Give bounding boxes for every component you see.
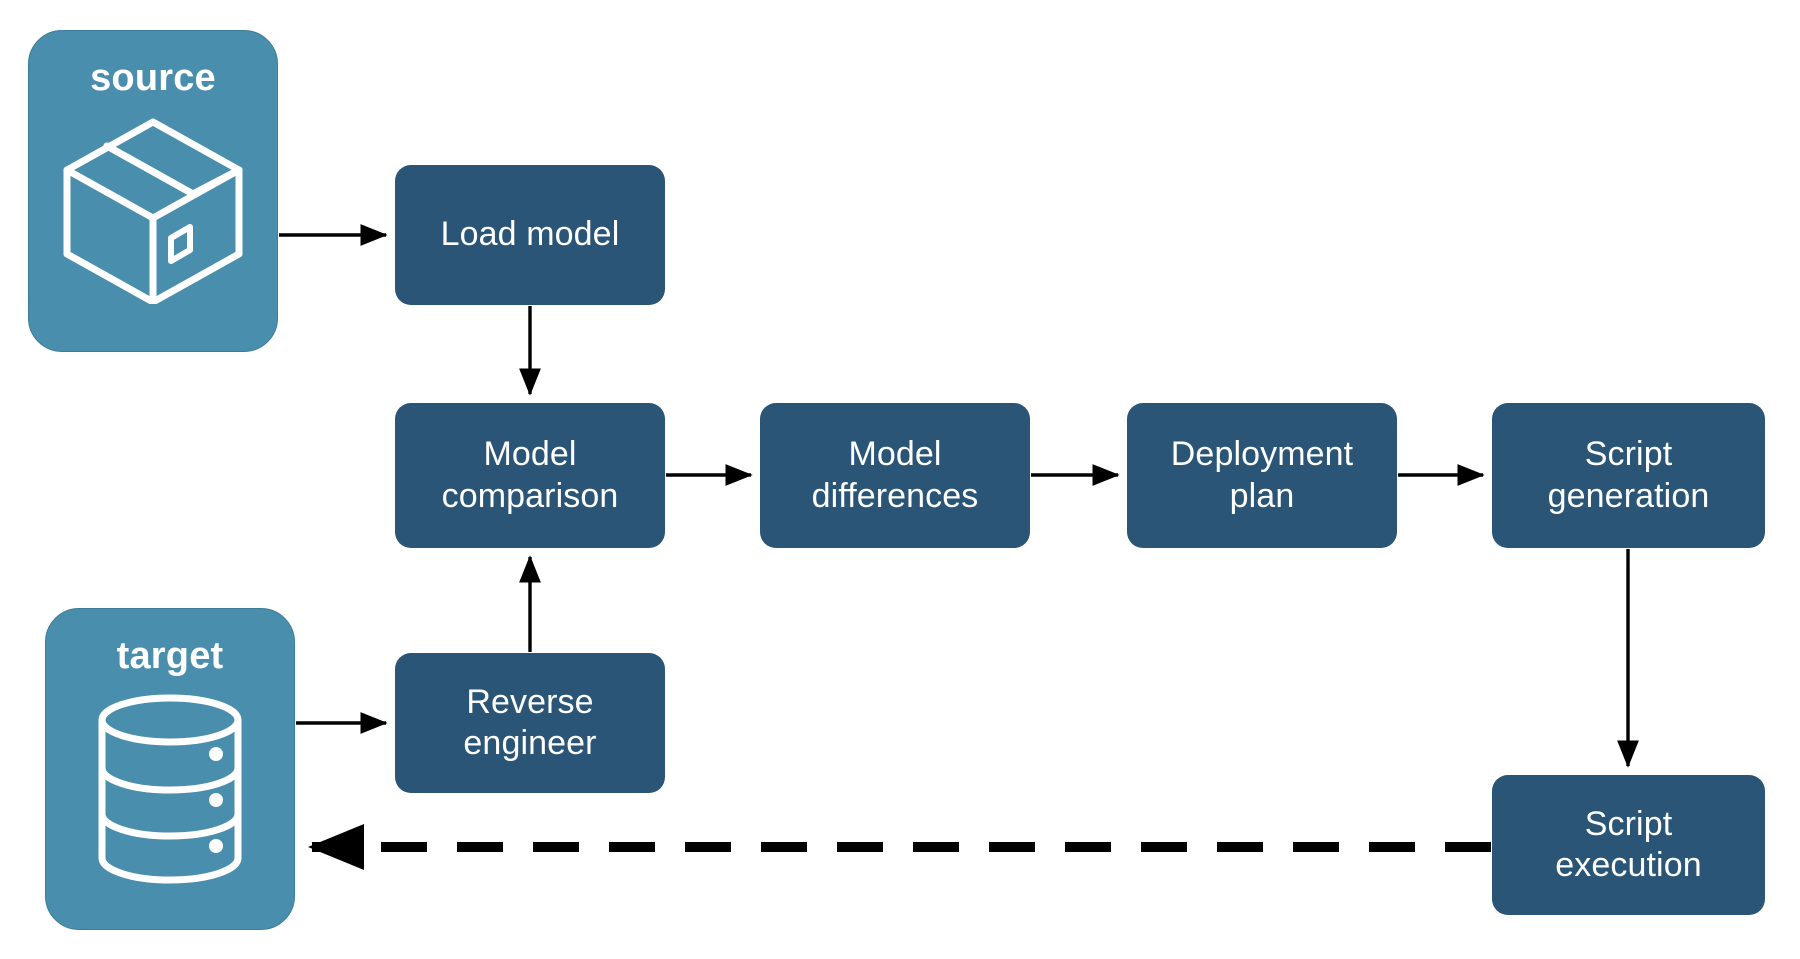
endpoint-target-label: target [116, 635, 224, 677]
process-model-differences[interactable]: Model differences [760, 403, 1030, 548]
process-script-generation[interactable]: Script generation [1492, 403, 1765, 548]
process-reverse-engineer[interactable]: Reverse engineer [395, 653, 665, 793]
process-deployment-plan[interactable]: Deployment plan [1127, 403, 1397, 548]
database-cylinder-icon [90, 692, 250, 891]
endpoint-source[interactable]: source [28, 30, 278, 352]
process-script-execution-label: Script execution [1555, 804, 1702, 884]
endpoint-source-label: source [90, 57, 216, 99]
process-script-execution[interactable]: Script execution [1492, 775, 1765, 915]
process-model-comparison-label: Model comparison [441, 435, 619, 515]
package-box-icon [59, 114, 247, 309]
process-script-generation-label: Script generation [1547, 435, 1710, 515]
process-load-model[interactable]: Load model [395, 165, 665, 305]
endpoint-target[interactable]: target [45, 608, 295, 930]
process-deployment-plan-label: Deployment plan [1170, 435, 1354, 515]
process-model-differences-label: Model differences [811, 435, 979, 515]
process-reverse-engineer-label: Reverse engineer [463, 682, 597, 762]
process-model-comparison[interactable]: Model comparison [395, 403, 665, 548]
process-load-model-label: Load model [440, 215, 620, 254]
